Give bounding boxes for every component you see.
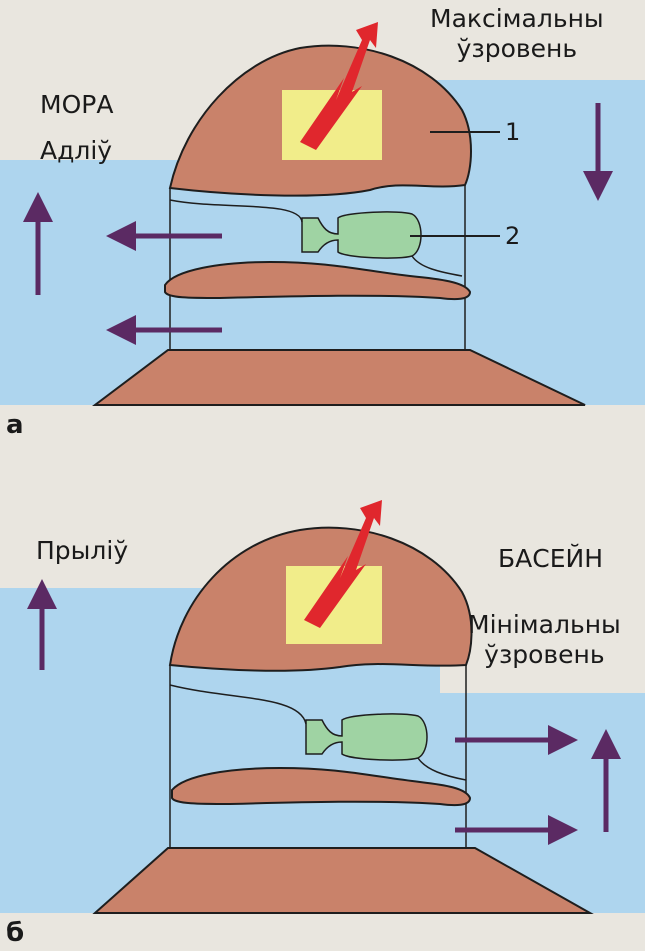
turbine (301, 211, 422, 259)
panel-b: Прыліў БАСЕЙН Мінімальны ўзровень б (0, 470, 645, 951)
pool-water-low-right (440, 588, 645, 693)
dam-lower-slab (171, 766, 472, 807)
dam-base (92, 847, 594, 914)
panel-letter-b: б (6, 918, 25, 948)
turbine (305, 713, 428, 761)
channel-upper (169, 199, 303, 223)
dam-base (92, 349, 586, 406)
panel-b-diagram (0, 500, 645, 914)
callout-1: 1 (505, 118, 521, 146)
callout-2: 2 (505, 222, 521, 250)
sea-label: МОРА (40, 90, 114, 119)
channel-lower (417, 757, 467, 781)
lightning-bolt (300, 22, 378, 150)
channel-upper (169, 684, 307, 725)
pool-label: БАСЕЙН (498, 544, 604, 573)
dam-lower-slab (164, 260, 472, 301)
tide-label-ebb: Адліў (40, 136, 113, 165)
channel-lower (411, 255, 463, 277)
max-level-label: Максімальны ўзровень (430, 4, 604, 63)
panel-a-diagram (0, 22, 645, 406)
panel-a: МОРА Адліў Максімальны ўзровень 1 2 а (0, 0, 645, 470)
min-level-label: Мінімальны ўзровень (468, 610, 621, 669)
tide-label-flood: Прыліў (36, 536, 129, 565)
lightning-bolt (304, 500, 382, 628)
panel-letter-a: а (6, 410, 24, 440)
